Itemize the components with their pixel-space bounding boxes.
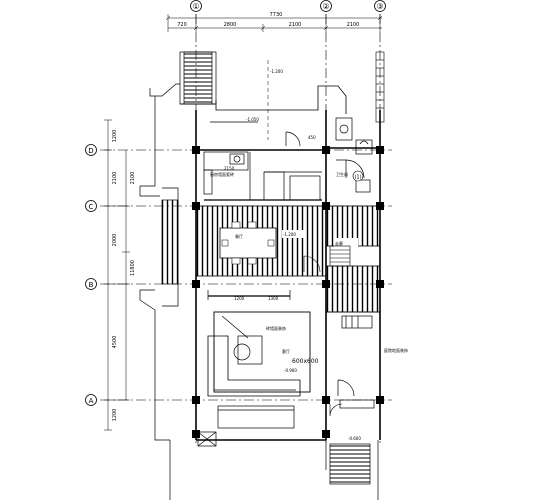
dim-top-3: 2100 xyxy=(289,22,302,28)
bath-tag-circle xyxy=(352,170,364,182)
svg-text:C: C xyxy=(89,203,94,211)
dim-outer-1: 2100 xyxy=(130,172,136,185)
dim-left-3: 2000 xyxy=(112,234,118,247)
dining-label-bg xyxy=(234,232,248,240)
yard-label: 庭院地面装饰 xyxy=(384,347,408,353)
entry-room xyxy=(210,121,301,147)
upper-stair xyxy=(179,51,217,105)
svg-text:③: ③ xyxy=(376,2,383,11)
floor-finish-label: 600x600 xyxy=(292,358,319,365)
level-upper: -1.200 xyxy=(270,69,283,74)
bottom-entrance xyxy=(169,431,379,500)
grid-bubble-row-C: C xyxy=(85,200,97,212)
kitchen-label: 厨房墙面瓷砖 xyxy=(210,171,234,177)
grid-bubble-col-2: ② xyxy=(320,0,332,12)
grid-bubble-row-B: B xyxy=(85,278,97,290)
svg-text:B: B xyxy=(89,281,94,289)
svg-text:②: ② xyxy=(322,2,329,11)
level-entry: -1.050 xyxy=(246,117,259,122)
dining-table xyxy=(219,221,277,265)
doors xyxy=(303,255,343,417)
corridor-label: 走廊 xyxy=(335,240,343,246)
grid-bubble-row-D: D xyxy=(85,144,97,156)
dim-small-b: 2150 xyxy=(224,166,235,171)
left-dimension-lines xyxy=(104,119,130,431)
right-floor-hatch xyxy=(325,265,381,313)
dim-top-4: 2100 xyxy=(347,22,360,28)
bath-tag: (1) xyxy=(354,175,361,181)
living-room xyxy=(207,290,311,429)
dim-outer-2: 11800 xyxy=(130,260,136,276)
svg-text:①: ① xyxy=(192,2,199,11)
level-living: -0.900 xyxy=(284,368,297,373)
dim-left-4: 4500 xyxy=(112,336,118,349)
right-stair-strip xyxy=(375,51,385,123)
level-floor: -1.200 xyxy=(283,232,296,237)
grid-bubble-row-A: A xyxy=(85,394,97,406)
corridor-label-bg xyxy=(334,238,358,248)
top-dimension-lines xyxy=(165,14,383,32)
dim-total: 7730 xyxy=(270,12,283,18)
svg-text:A: A xyxy=(89,397,94,405)
dim-small-a: 450 xyxy=(308,135,316,140)
bathroom xyxy=(335,117,373,193)
terrace-hatch xyxy=(161,199,179,285)
grid-bubble-col-1: ① xyxy=(190,0,202,12)
dining-label: 餐厅 xyxy=(235,233,243,239)
living-label: 客厅 xyxy=(282,348,290,354)
dim-left-5: 1200 xyxy=(112,409,118,422)
dim-left-1: 1200 xyxy=(112,130,118,143)
dim-top-2: 2800 xyxy=(224,22,237,28)
svg-text:D: D xyxy=(88,147,93,155)
wall-note: 砖墙面装饰 xyxy=(266,325,286,331)
dim-left-2: 2100 xyxy=(112,172,118,185)
mid-stair xyxy=(329,245,351,267)
upper-landing xyxy=(215,60,347,140)
dim-small-d: 1300 xyxy=(268,296,279,301)
dim-top-1: 720 xyxy=(177,22,187,28)
grid-bubble-col-3: ③ xyxy=(374,0,386,12)
kitchen xyxy=(203,151,322,201)
right-lower-rooms xyxy=(326,311,380,409)
level-floor-bg xyxy=(282,230,304,238)
bath-label: 卫生间 xyxy=(336,171,348,177)
dim-small-c: 1200 xyxy=(234,296,245,301)
level-bottom: -0.600 xyxy=(348,436,361,441)
